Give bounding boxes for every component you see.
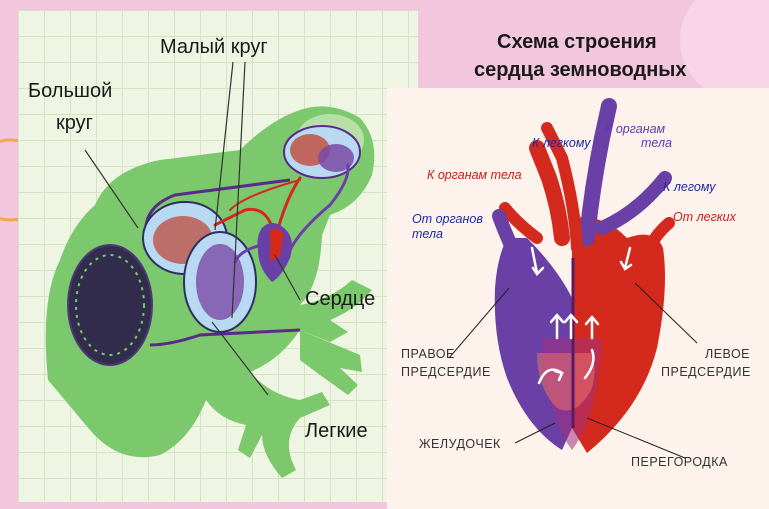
label-ventricle: ЖЕЛУДОЧЕК bbox=[419, 436, 501, 452]
label-to-lung-top: К легкому bbox=[532, 136, 591, 150]
heart-label: Сердце bbox=[305, 288, 375, 311]
big-circle-label-line1: Большой bbox=[28, 80, 112, 103]
page-title-line2: сердца земноводных bbox=[474, 56, 686, 84]
label-from-lungs: От легких bbox=[673, 210, 736, 224]
small-circle-label: Малый круг bbox=[160, 36, 268, 59]
label-right-atrium-1: ПРАВОЕ bbox=[401, 346, 455, 362]
label-septum: ПЕРЕГОРОДКА bbox=[631, 454, 728, 470]
label-left-atrium-2: ПРЕДСЕРДИЕ bbox=[661, 364, 751, 380]
label-right-atrium-2: ПРЕДСЕРДИЕ bbox=[401, 364, 491, 380]
heart-diagram-panel: К органам тела К легкому К органам тела … bbox=[387, 88, 769, 509]
lungs-label: Легкие bbox=[305, 420, 368, 443]
label-to-lung-right: К легому bbox=[663, 180, 716, 194]
label-from-organs-2: тела bbox=[412, 227, 443, 241]
big-circle-label-line2: круг bbox=[56, 112, 93, 135]
label-to-organs-top-2: тела bbox=[641, 136, 672, 150]
label-from-organs-1: От органов bbox=[412, 212, 483, 226]
page-title-line1: Схема строения bbox=[497, 28, 657, 56]
label-to-organs-top-1: К органам bbox=[605, 122, 665, 136]
label-left-atrium-1: ЛЕВОЕ bbox=[705, 346, 750, 362]
label-to-organs-left: К органам тела bbox=[427, 168, 522, 182]
